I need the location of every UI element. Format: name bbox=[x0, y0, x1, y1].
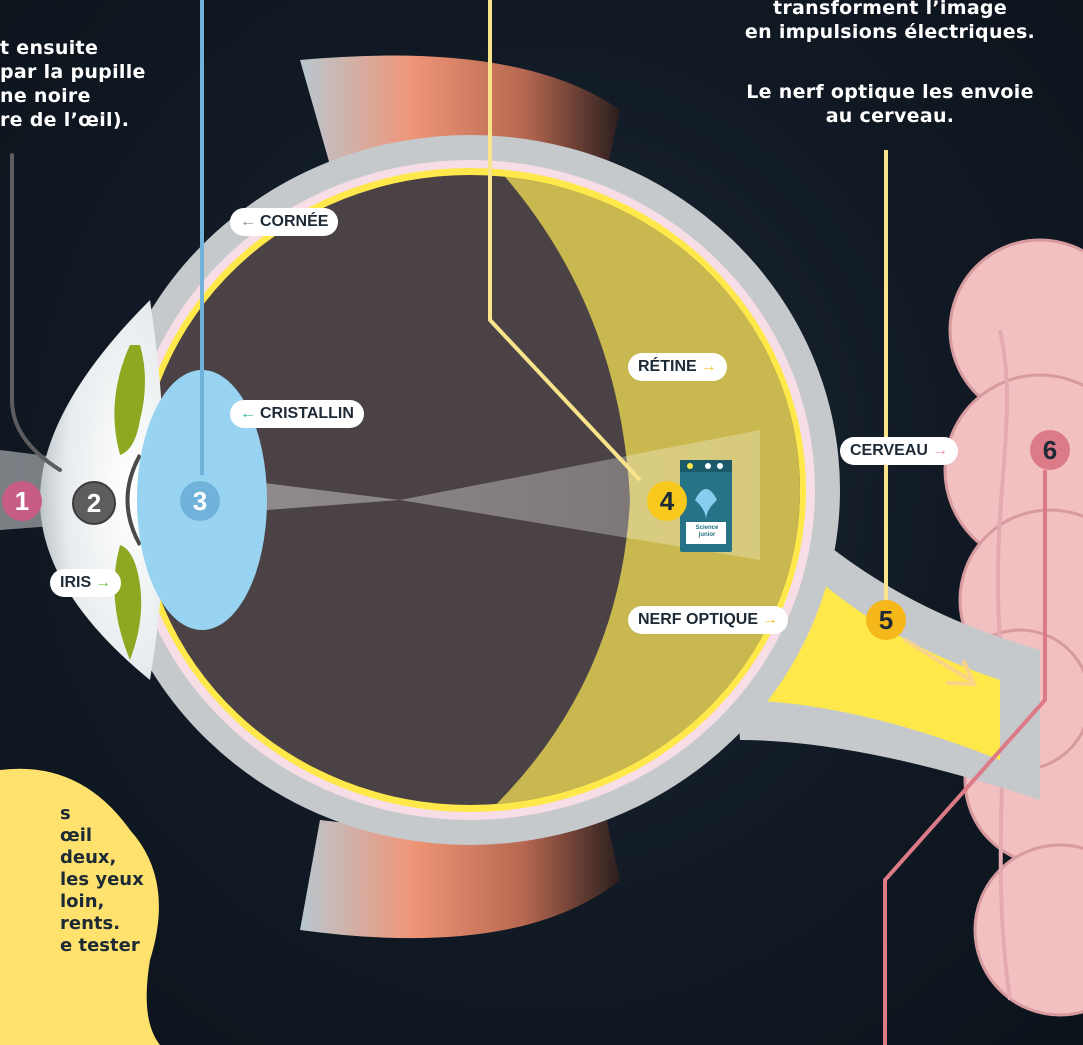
note-text: s œil deux, les yeux loin, rents. e test… bbox=[0, 803, 160, 957]
top-right-text-2: Le nerf optique les envoie au cerveau. bbox=[700, 80, 1080, 128]
leader-2 bbox=[12, 155, 60, 470]
label-cornee: ← CORNÉE bbox=[230, 208, 338, 236]
arrow-right-icon: → bbox=[762, 606, 778, 634]
label-nerf-optique: NERF OPTIQUE → bbox=[628, 606, 788, 634]
step-badge-3: 3 bbox=[180, 481, 220, 521]
arrow-left-icon: ← bbox=[240, 400, 256, 428]
step-badge-4: 4 bbox=[647, 481, 687, 521]
top-left-text: t ensuite par la pupille ne noire re de … bbox=[0, 36, 200, 132]
step-badge-5: 5 bbox=[866, 600, 906, 640]
label-cristallin: ← CRISTALLIN bbox=[230, 400, 364, 428]
arrow-right-icon: → bbox=[701, 353, 717, 381]
label-cerveau: CERVEAU → bbox=[840, 437, 958, 465]
arrow-left-icon: ← bbox=[240, 208, 256, 236]
card-label: Science junior bbox=[687, 525, 727, 539]
arrow-right-icon: → bbox=[932, 437, 948, 465]
label-retine: RÉTINE → bbox=[628, 353, 727, 381]
arrow-right-icon: → bbox=[95, 569, 111, 597]
label-iris: IRIS → bbox=[50, 569, 121, 597]
step-badge-1: 1 bbox=[2, 481, 42, 521]
step-badge-2: 2 bbox=[72, 481, 116, 525]
step-badge-6: 6 bbox=[1030, 430, 1070, 470]
top-right-text-1: transforment l’image en impulsions élect… bbox=[700, 0, 1080, 44]
